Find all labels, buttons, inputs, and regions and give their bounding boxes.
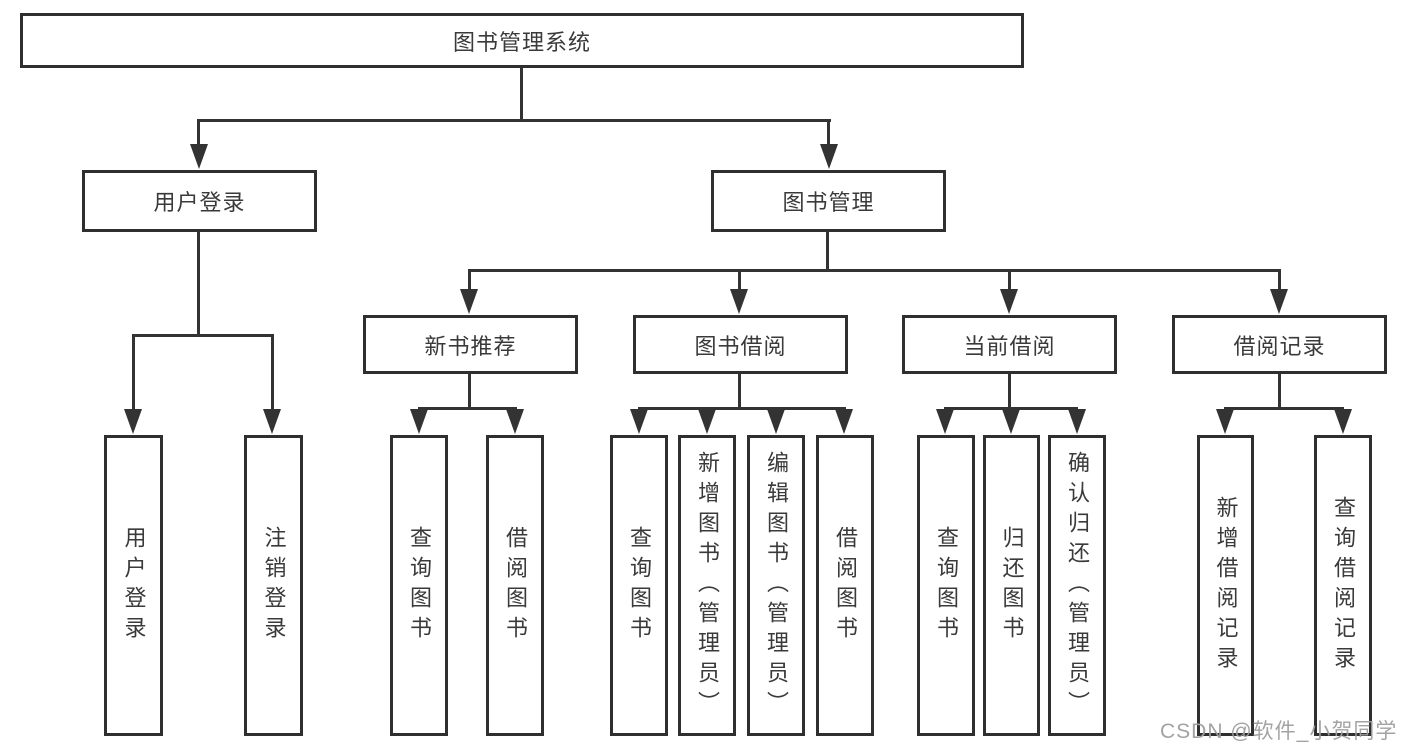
leaf-label: 编辑图书（管理员）: [764, 450, 789, 721]
arrow-down-icon: [1002, 409, 1020, 434]
arrow-down-icon: [460, 289, 478, 314]
node-user-login-label: 用户登录: [153, 190, 246, 215]
leaf-label: 归还图书: [999, 525, 1025, 646]
leaf-label: 新增借阅记录: [1213, 495, 1239, 676]
leaf-edit-books-admin: 编辑图书（管理员）: [747, 435, 805, 736]
arrow-down-icon: [1216, 409, 1234, 434]
leaf-borrow-books: 借阅图书: [816, 435, 874, 736]
connector-stub-level3: [468, 269, 471, 295]
connector-book-borrow-stem: [738, 374, 741, 410]
arrow-down-icon: [1068, 409, 1086, 434]
node-book-borrow: 图书借阅: [633, 315, 848, 374]
connector-book-borrow-bar: [638, 407, 846, 410]
connector-current-borrow-stem: [1008, 374, 1011, 410]
leaf-query-borrow-record: 查询借阅记录: [1314, 435, 1372, 736]
connector-borrow-records-stem: [1278, 374, 1281, 410]
connector-stub-leaf: [271, 334, 274, 414]
connector-user-login-stem: [197, 232, 200, 337]
connector-book-management-bar: [468, 269, 1281, 272]
connector-new-book-bar: [418, 407, 517, 410]
leaf-label: 查询图书: [934, 525, 959, 646]
arrow-down-icon: [936, 409, 954, 434]
node-book-borrow-label: 图书借阅: [694, 333, 787, 359]
connector-book-management-stem: [826, 232, 829, 272]
arrow-down-icon: [698, 409, 716, 434]
leaf-add-borrow-record: 新增借阅记录: [1197, 435, 1254, 736]
leaf-label: 注销登录: [261, 525, 287, 646]
arrow-down-icon: [124, 409, 142, 434]
arrow-down-icon: [820, 144, 838, 169]
leaf-label: 借阅图书: [503, 525, 528, 646]
leaf-confirm-return-admin: 确认归还（管理员）: [1048, 435, 1106, 736]
connector-stub-book-management: [827, 119, 830, 149]
connector-stub-leaf: [132, 334, 135, 414]
leaf-query-books-borrow: 查询图书: [610, 435, 668, 736]
leaf-label: 确认归还（管理员）: [1065, 450, 1090, 721]
arrow-down-icon: [506, 409, 524, 434]
node-user-login: 用户登录: [82, 170, 317, 232]
leaf-logout: 注销登录: [244, 435, 303, 736]
leaf-query-books-recommend: 查询图书: [390, 435, 448, 736]
connector-stub-level3: [1008, 269, 1011, 295]
node-current-borrow: 当前借阅: [902, 315, 1117, 374]
node-new-book-recommend: 新书推荐: [363, 315, 578, 374]
connector-stub-level3: [1278, 269, 1281, 295]
connector-user-login-bar: [132, 334, 274, 337]
arrow-down-icon: [730, 289, 748, 314]
arrow-down-icon: [630, 409, 648, 434]
node-current-borrow-label: 当前借阅: [963, 333, 1056, 359]
arrow-down-icon: [1000, 289, 1018, 314]
node-borrow-records: 借阅记录: [1172, 315, 1387, 374]
node-new-book-recommend-label: 新书推荐: [424, 333, 517, 359]
node-book-management-label: 图书管理: [782, 190, 875, 215]
leaf-label: 借阅图书: [833, 525, 858, 646]
arrow-down-icon: [1334, 409, 1352, 434]
connector-stub-user-login: [197, 119, 200, 149]
leaf-label: 查询图书: [627, 525, 652, 646]
leaf-label: 查询图书: [407, 525, 432, 646]
arrow-down-icon: [767, 409, 785, 434]
connector-root-stem: [520, 68, 523, 119]
leaf-label: 查询借阅记录: [1331, 495, 1356, 676]
node-borrow-records-label: 借阅记录: [1233, 333, 1326, 359]
watermark: CSDN @软件_小贺同学: [1160, 720, 1398, 743]
leaf-borrow-books-recommend: 借阅图书: [486, 435, 544, 736]
arrow-down-icon: [263, 409, 281, 434]
leaf-query-books-current: 查询图书: [917, 435, 975, 736]
arrow-down-icon: [1270, 289, 1288, 314]
arrow-down-icon: [410, 409, 428, 434]
leaf-user-login: 用户登录: [104, 435, 163, 736]
connector-root-bar: [197, 119, 831, 122]
connector-current-borrow-bar: [944, 407, 1078, 410]
leaf-label: 用户登录: [121, 525, 147, 646]
leaf-label: 新增图书（管理员）: [695, 450, 720, 721]
connector-stub-level3: [738, 269, 741, 295]
node-root: 图书管理系统: [20, 13, 1024, 68]
arrow-down-icon: [835, 409, 853, 434]
node-root-label: 图书管理系统: [452, 29, 591, 55]
connector-borrow-records-bar: [1224, 407, 1344, 410]
connector-new-book-stem: [468, 374, 471, 410]
arrow-down-icon: [190, 144, 208, 169]
node-book-management: 图书管理: [711, 170, 946, 232]
leaf-return-books: 归还图书: [983, 435, 1040, 736]
leaf-add-books-admin: 新增图书（管理员）: [678, 435, 736, 736]
